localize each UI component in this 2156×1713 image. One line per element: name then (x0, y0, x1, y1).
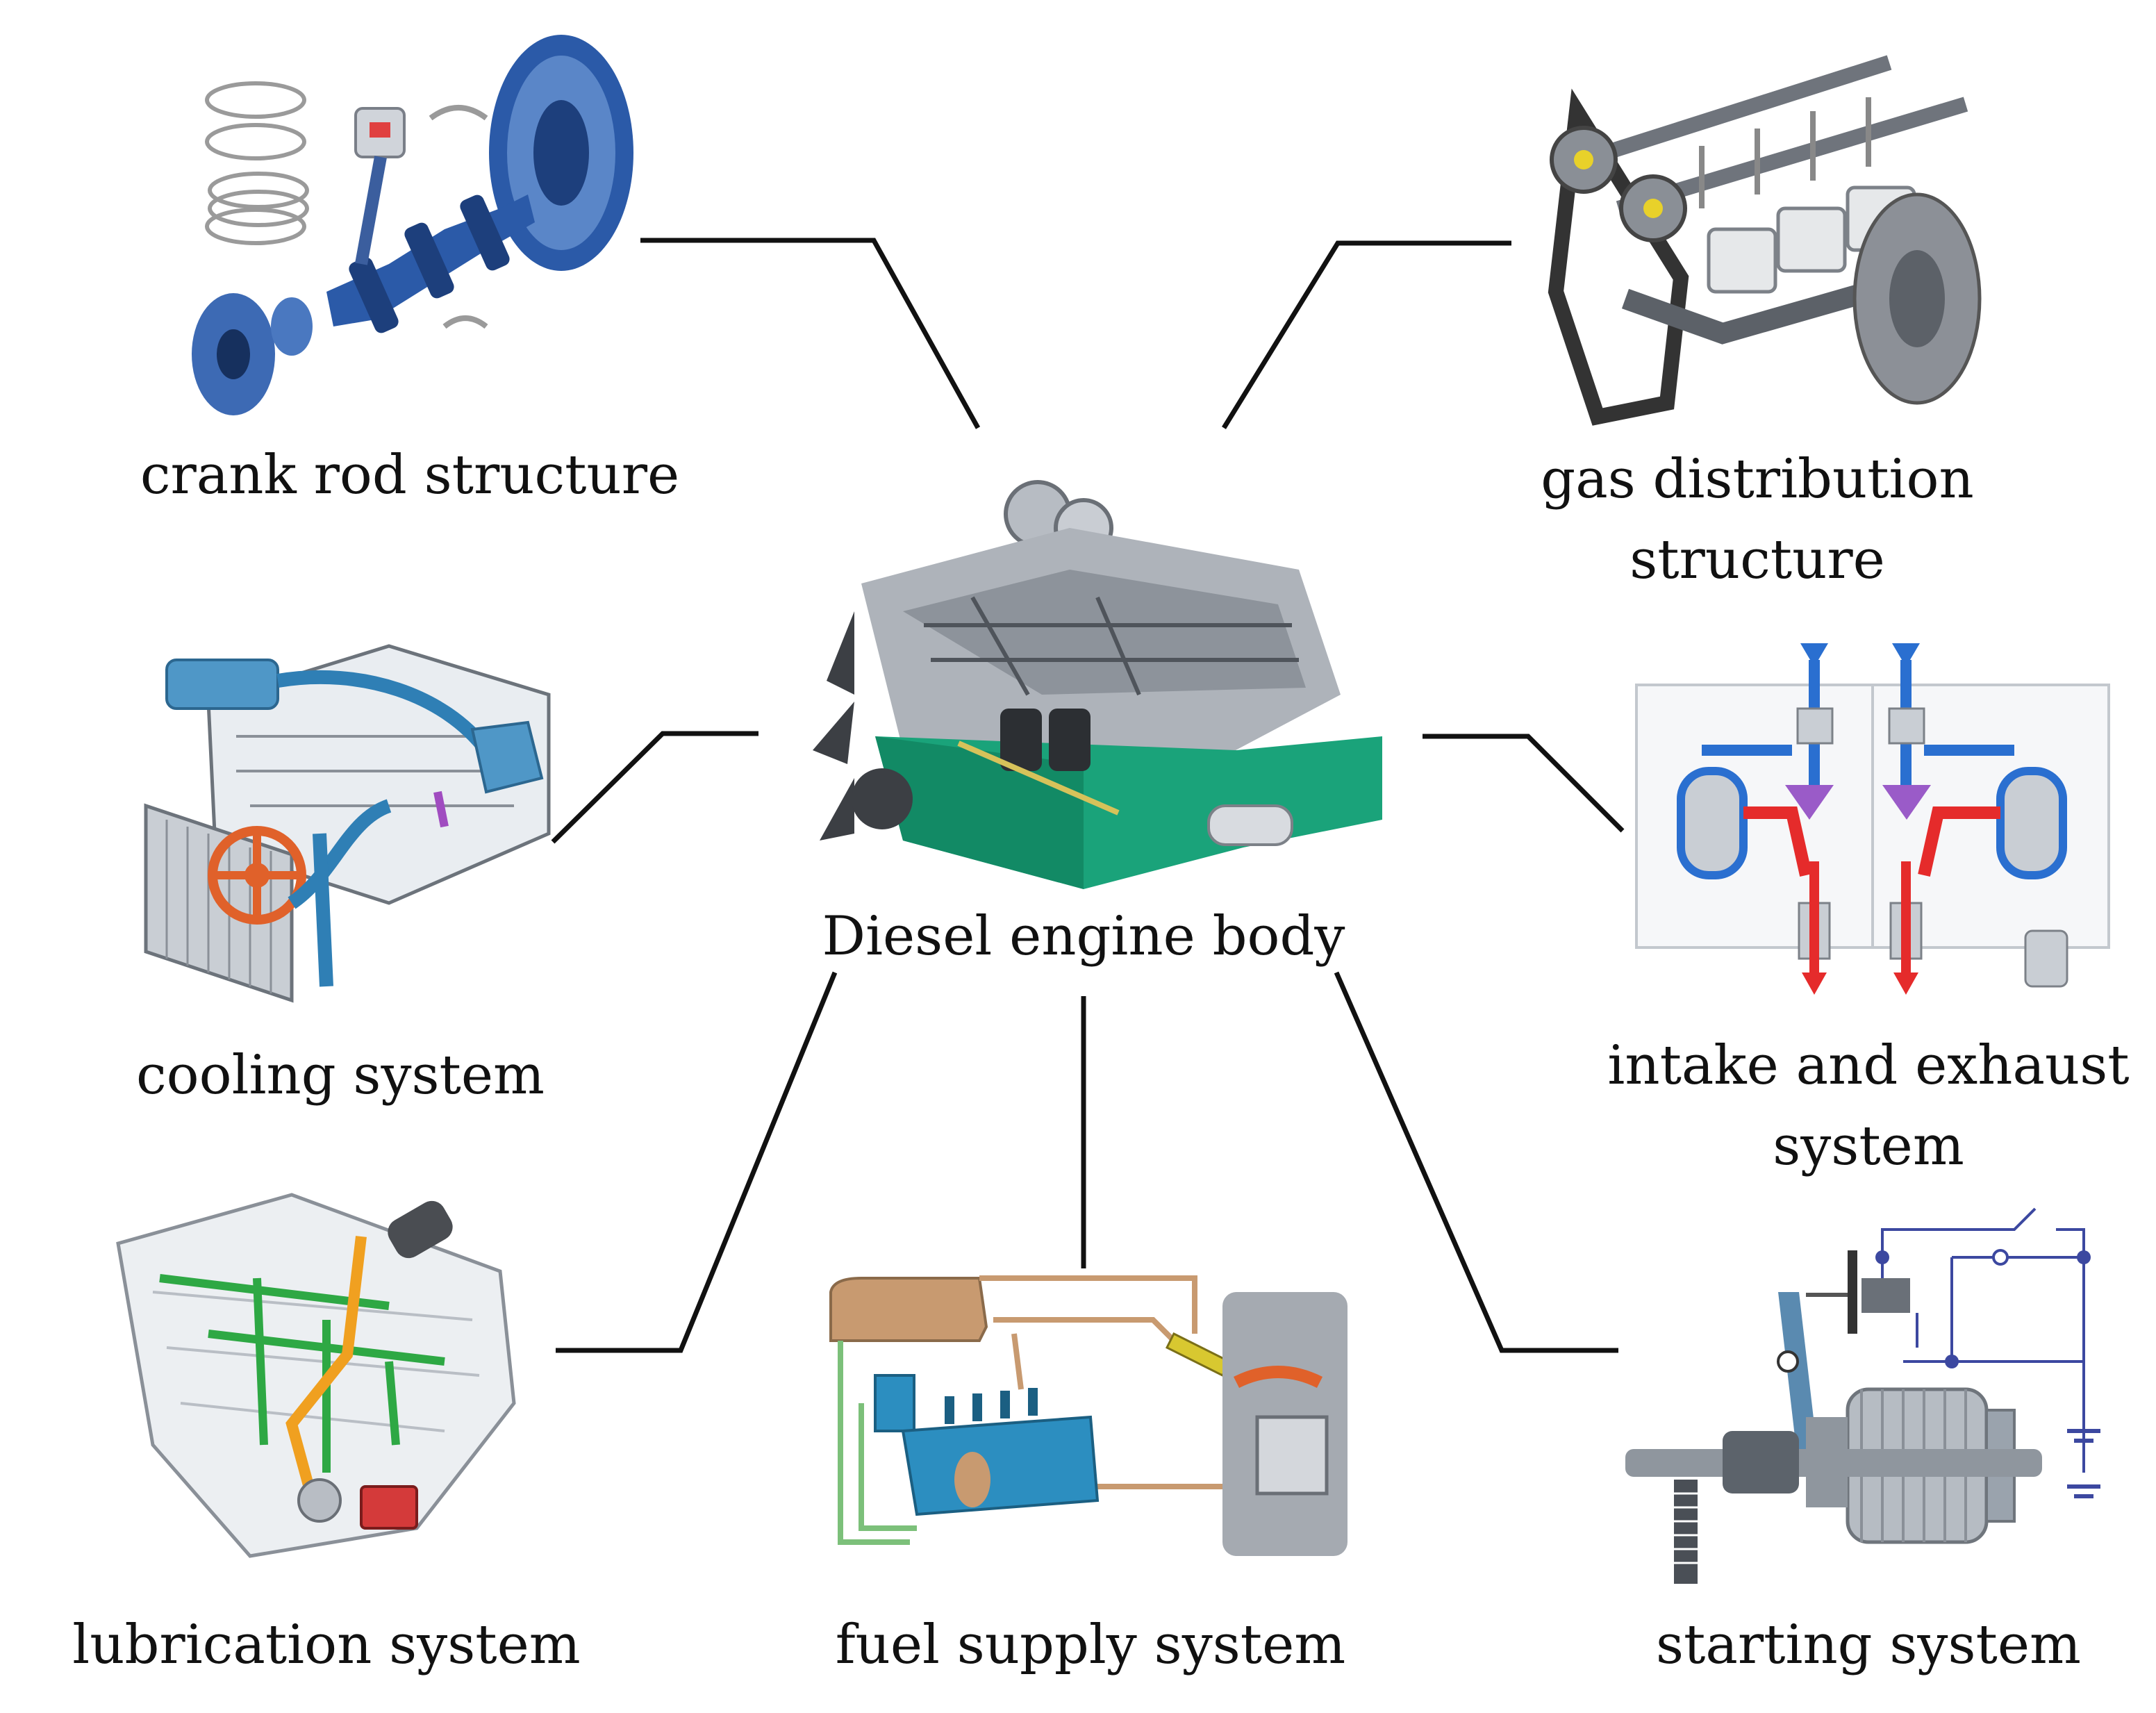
label-lubrication-system: lubrication system (28, 1605, 625, 1685)
label-line: cooling system (135, 1044, 545, 1107)
label-line: gas distribution (1541, 448, 1974, 511)
connector-intake (1423, 734, 1625, 833)
label-line: structure (1630, 529, 1885, 591)
label-line: system (1773, 1115, 1964, 1177)
connector-lubrication (556, 971, 838, 1353)
label-line: fuel supply system (835, 1614, 1346, 1676)
label-starting-system: starting system (1604, 1605, 2132, 1685)
label-diesel-engine-body: Diesel engine body (771, 896, 1396, 977)
label-crank-rod-structure: crank rod structure (97, 435, 722, 515)
label-fuel-supply-system: fuel supply system (778, 1605, 1403, 1685)
connector-gas (1222, 240, 1511, 429)
connector-cooling (551, 731, 758, 844)
label-cooling-system: cooling system (69, 1035, 611, 1116)
label-line: crank rod structure (140, 444, 680, 506)
label-line: Diesel engine body (822, 905, 1345, 968)
label-gas-distribution-structure: gas distribution structure (1445, 439, 2070, 600)
label-intake-exhaust-system: intake and exhaust system (1563, 1025, 2156, 1186)
label-line: intake and exhaust (1607, 1034, 2130, 1097)
connector-crank (640, 238, 981, 429)
label-line: lubrication system (72, 1614, 581, 1676)
label-line: starting system (1655, 1614, 2081, 1676)
connector-starting (1334, 971, 1618, 1353)
